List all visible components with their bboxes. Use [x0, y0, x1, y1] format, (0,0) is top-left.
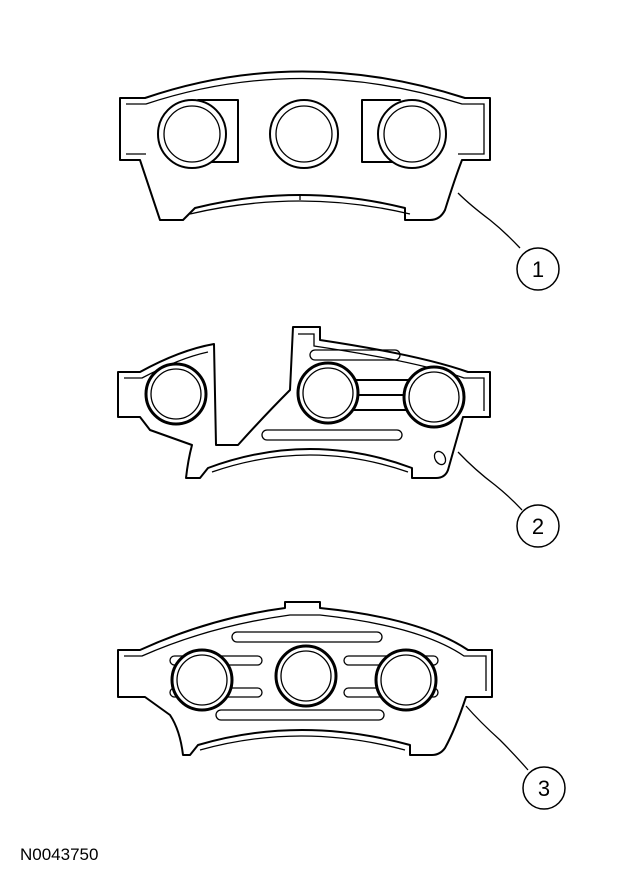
pad-2-slot-bottom: [261, 429, 403, 441]
leader-line-2: [457, 451, 523, 511]
pad-3-slot-top: [231, 631, 383, 643]
pad-2-piston-center-ring: [302, 367, 354, 419]
pad-3-piston-center: [274, 644, 338, 708]
pad-1-inner-edge: [126, 77, 485, 155]
callout-label-1: 1: [532, 257, 544, 282]
callout-circle-3: [522, 766, 566, 810]
pad-3-piston-left: [170, 648, 234, 712]
callout-circle-1: [516, 247, 560, 291]
pad-2-piston-right-ring: [408, 371, 460, 423]
pad-3-slot-bottom: [215, 709, 385, 721]
pad-2-lower-edge: [211, 454, 409, 473]
pad-2-piston-left: [144, 362, 208, 426]
pad-1-piston-right: [377, 99, 447, 169]
pad-3-piston-right: [374, 648, 438, 712]
pad-3-inner-edge: [124, 614, 487, 691]
pad-2-slot-top: [309, 349, 401, 361]
callout-circle-2: [516, 504, 560, 548]
pad-3-piston-right-ring: [380, 654, 432, 706]
pad-1-piston-center: [269, 99, 339, 169]
pad-3-piston-left-ring: [176, 654, 228, 706]
pad-1-piston-right-ring: [383, 105, 441, 163]
pad-1-lower-edge: [189, 200, 411, 215]
pad-1-outline: [119, 70, 491, 221]
leader-line-3: [465, 705, 529, 771]
pad-2-outline: [117, 326, 491, 479]
callout-2: 2: [457, 451, 560, 548]
pad-1-piston-left-ring: [163, 105, 221, 163]
callout-3: 3: [465, 705, 566, 810]
callout-label-2: 2: [532, 514, 544, 539]
reference-code: N0043750: [20, 845, 99, 864]
pad-2-piston-right: [402, 365, 466, 429]
pad-2-piston-center: [296, 361, 360, 425]
callout-1: 1: [457, 192, 560, 291]
pad-1-piston-left: [157, 99, 227, 169]
pad-1-piston-center-ring: [275, 105, 333, 163]
pad-2-hole: [433, 450, 447, 466]
pad-3-piston-center-ring: [280, 650, 332, 702]
callout-label-3: 3: [538, 776, 550, 801]
brake-pad-3: [117, 601, 493, 756]
pad-2-inner-right: [298, 333, 485, 411]
pad-1-right-clip: [361, 99, 401, 163]
brake-pad-2: [117, 326, 491, 479]
brake-pad-1: [119, 70, 491, 221]
pad-3-lower-edge: [199, 735, 406, 751]
pad-1-left-clip: [197, 99, 239, 163]
pad-3-outline: [117, 601, 493, 756]
pad-2-piston-left-ring: [150, 368, 202, 420]
leader-line-1: [457, 192, 521, 249]
